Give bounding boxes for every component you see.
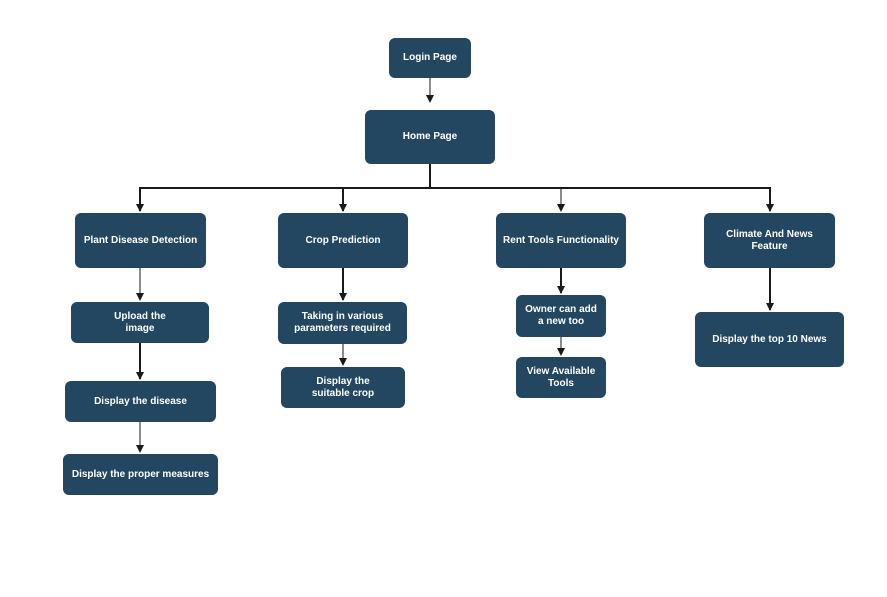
node-rent-tools: Rent Tools Functionality — [496, 213, 626, 268]
node-login-page: Login Page — [389, 38, 471, 78]
node-climate-news: Climate And News Feature — [704, 213, 835, 268]
node-display-top-news: Display the top 10 News — [695, 312, 844, 367]
node-display-disease: Display the disease — [65, 381, 216, 422]
node-upload-image: Upload the image — [71, 302, 209, 343]
node-display-suitable-crop: Display the suitable crop — [281, 367, 405, 408]
node-view-available-tools: View Available Tools — [516, 357, 606, 398]
node-crop-prediction: Crop Prediction — [278, 213, 408, 268]
node-home-page: Home Page — [365, 110, 495, 164]
node-owner-add-tool: Owner can add a new too — [516, 295, 606, 337]
node-display-measures: Display the proper measures — [63, 454, 218, 495]
node-plant-disease-detection: Plant Disease Detection — [75, 213, 206, 268]
node-taking-parameters: Taking in various parameters required — [278, 302, 407, 344]
